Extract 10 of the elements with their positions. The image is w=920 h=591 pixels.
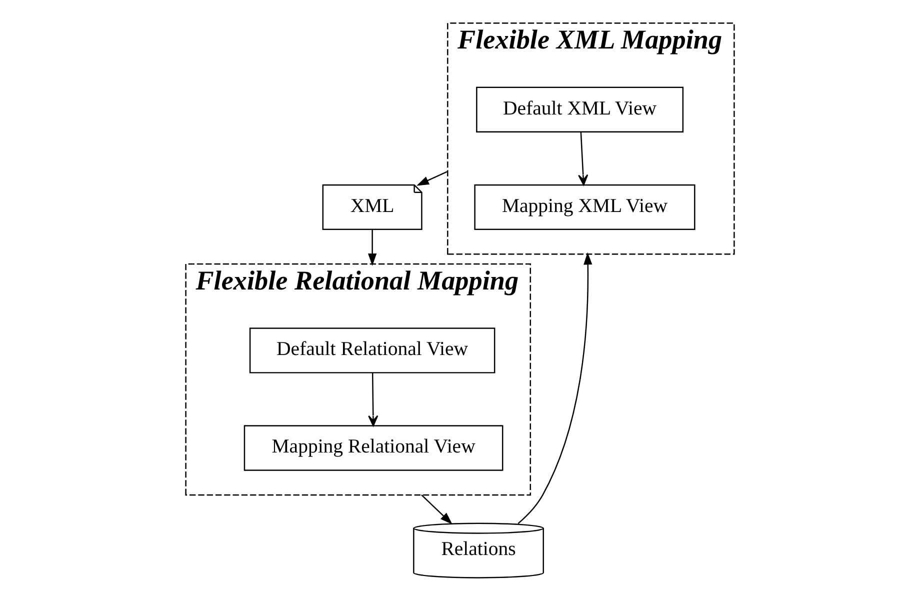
arrow <box>416 170 448 186</box>
arrow <box>421 494 452 524</box>
arrow <box>368 372 378 426</box>
node-box: Mapping Relational View <box>244 425 504 471</box>
arrow <box>368 230 377 266</box>
node-box: Default XML View <box>476 86 684 132</box>
arrow <box>578 132 588 186</box>
node-box: Default Relational View <box>249 328 496 374</box>
arrow <box>518 252 592 524</box>
node-box: Mapping XML View <box>474 184 696 230</box>
